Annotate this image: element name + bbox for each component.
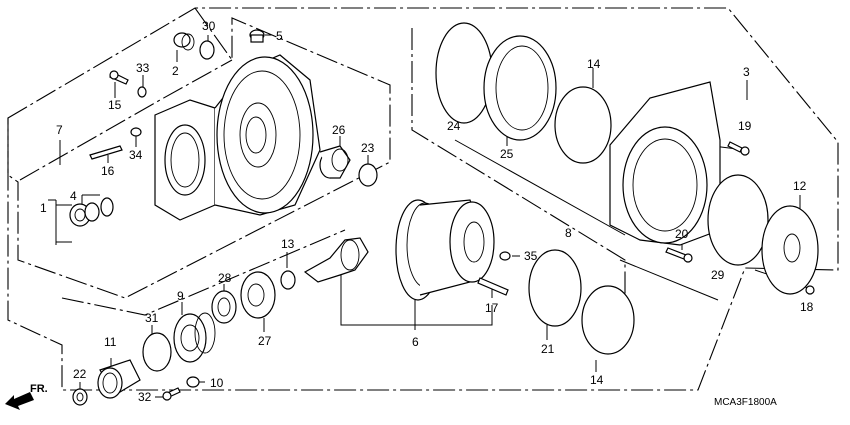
- callout-8: 8: [565, 226, 572, 240]
- final-gear-case: [154, 54, 321, 221]
- callout-14-bottom: 14: [590, 373, 604, 387]
- callout-5: 5: [276, 29, 283, 43]
- snap-ring-23: [358, 163, 378, 187]
- callout-19: 19: [738, 119, 752, 133]
- callout-34: 34: [129, 148, 143, 162]
- callout-7: 7: [56, 123, 63, 137]
- callout-14-top: 14: [587, 57, 601, 71]
- callout-27: 27: [258, 334, 272, 348]
- washer-33: [137, 86, 147, 98]
- needle-bearing-26: [319, 145, 351, 179]
- o-ring-21: [528, 249, 582, 327]
- coupling-11: [97, 359, 141, 399]
- callout-21: 21: [541, 342, 555, 356]
- callout-33: 33: [136, 61, 150, 75]
- bolt-15: [109, 70, 129, 85]
- callout-12: 12: [793, 179, 807, 193]
- callout-1: 1: [40, 201, 47, 215]
- callout-32: 32: [138, 390, 152, 404]
- callout-20: 20: [675, 227, 689, 241]
- bearing-25: [483, 35, 557, 141]
- front-direction-arrow: FR.: [5, 383, 48, 410]
- callout-4: 4: [70, 189, 77, 203]
- output-group-frame: [61, 229, 346, 316]
- outer-frame: [7, 7, 839, 391]
- callout-9: 9: [177, 289, 184, 303]
- circlip-24: [435, 22, 493, 124]
- callout-6: 6: [412, 335, 419, 349]
- circlip-14-bottom: [581, 285, 635, 355]
- callout-13: 13: [281, 237, 295, 251]
- circlip-14-top: [554, 86, 612, 164]
- inner-housing-frame: [19, 59, 233, 181]
- callout-15: 15: [108, 98, 122, 112]
- direction-label: FR.: [30, 383, 48, 395]
- pinion-gear: [303, 237, 369, 283]
- callout-10: 10: [210, 376, 224, 390]
- callout-35: 35: [524, 249, 538, 263]
- final-driven-case: [609, 81, 721, 246]
- callout-25: 25: [500, 147, 514, 161]
- stopper-10: [186, 376, 200, 388]
- callout-23: 23: [361, 141, 375, 155]
- callout-29: 29: [711, 268, 725, 282]
- oil-seal-13: [280, 270, 296, 290]
- dowel-pin-35: [499, 251, 511, 261]
- dowel-pin-34: [130, 127, 142, 137]
- hub-12: [761, 205, 819, 295]
- stud-17: [477, 277, 509, 296]
- bolt-32: [162, 387, 181, 401]
- leader-1: [48, 199, 72, 245]
- callout-17: 17: [485, 301, 499, 315]
- arrow-icon: [5, 392, 34, 410]
- bolt-18: [805, 285, 815, 295]
- o-ring-30: [199, 40, 215, 60]
- callout-28: 28: [218, 271, 232, 285]
- ring-gear-set: [395, 199, 495, 301]
- callout-2: 2: [172, 64, 179, 78]
- leader-29: [619, 259, 719, 301]
- callout-18: 18: [800, 300, 814, 314]
- snap-ring-4: [100, 197, 114, 217]
- oil-seal-29: [707, 174, 769, 266]
- diagram-code: MCA3F1800A: [714, 397, 777, 408]
- callout-22: 22: [73, 367, 87, 381]
- drain-bolt-2: [173, 32, 195, 51]
- callout-16: 16: [101, 164, 115, 178]
- bolt-19: [727, 141, 750, 156]
- callout-11: 11: [104, 335, 117, 349]
- oil-seal-1: [69, 202, 100, 227]
- housing-group-frame: [7, 7, 391, 299]
- callout-31: 31: [145, 311, 159, 325]
- leader-4: [81, 194, 100, 205]
- oil-seal-28: [211, 290, 237, 324]
- bearing-27: [240, 271, 276, 319]
- stud-bolt-16: [89, 145, 123, 160]
- nut-22: [72, 388, 88, 406]
- bearing-holder-9: [173, 312, 216, 363]
- o-ring-31: [142, 332, 172, 372]
- callout-3: 3: [743, 65, 750, 79]
- callout-24: 24: [447, 119, 461, 133]
- callout-30: 30: [202, 19, 216, 33]
- bolt-20: [665, 247, 693, 263]
- breather-cap-5: [249, 29, 265, 43]
- callout-26: 26: [332, 123, 346, 137]
